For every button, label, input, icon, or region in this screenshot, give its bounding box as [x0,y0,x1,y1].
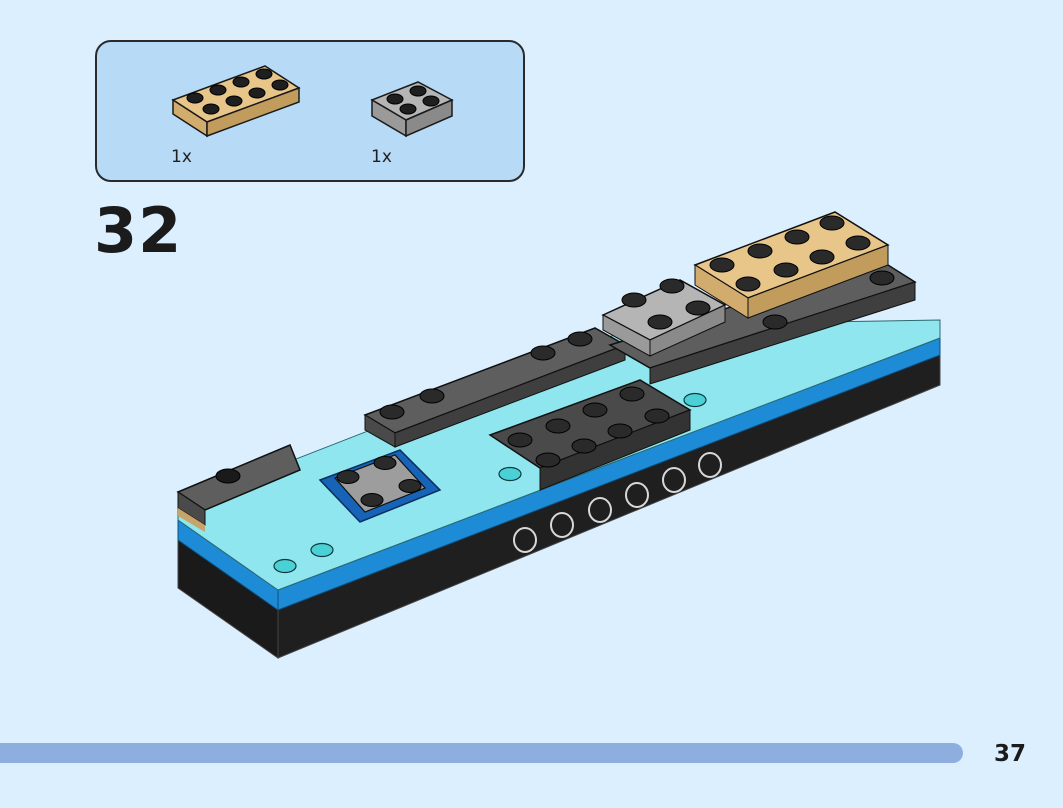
gray-plate-2x2-icon [370,80,455,142]
tan-plate-2x4-icon [169,60,304,140]
part-quantity: 1x [171,147,192,167]
page-number: 37 [994,741,1027,767]
parts-callout: 1x 1x [95,40,525,182]
step-number: 32 [94,194,183,267]
part-quantity: 1x [371,147,392,167]
progress-bar [0,743,963,763]
